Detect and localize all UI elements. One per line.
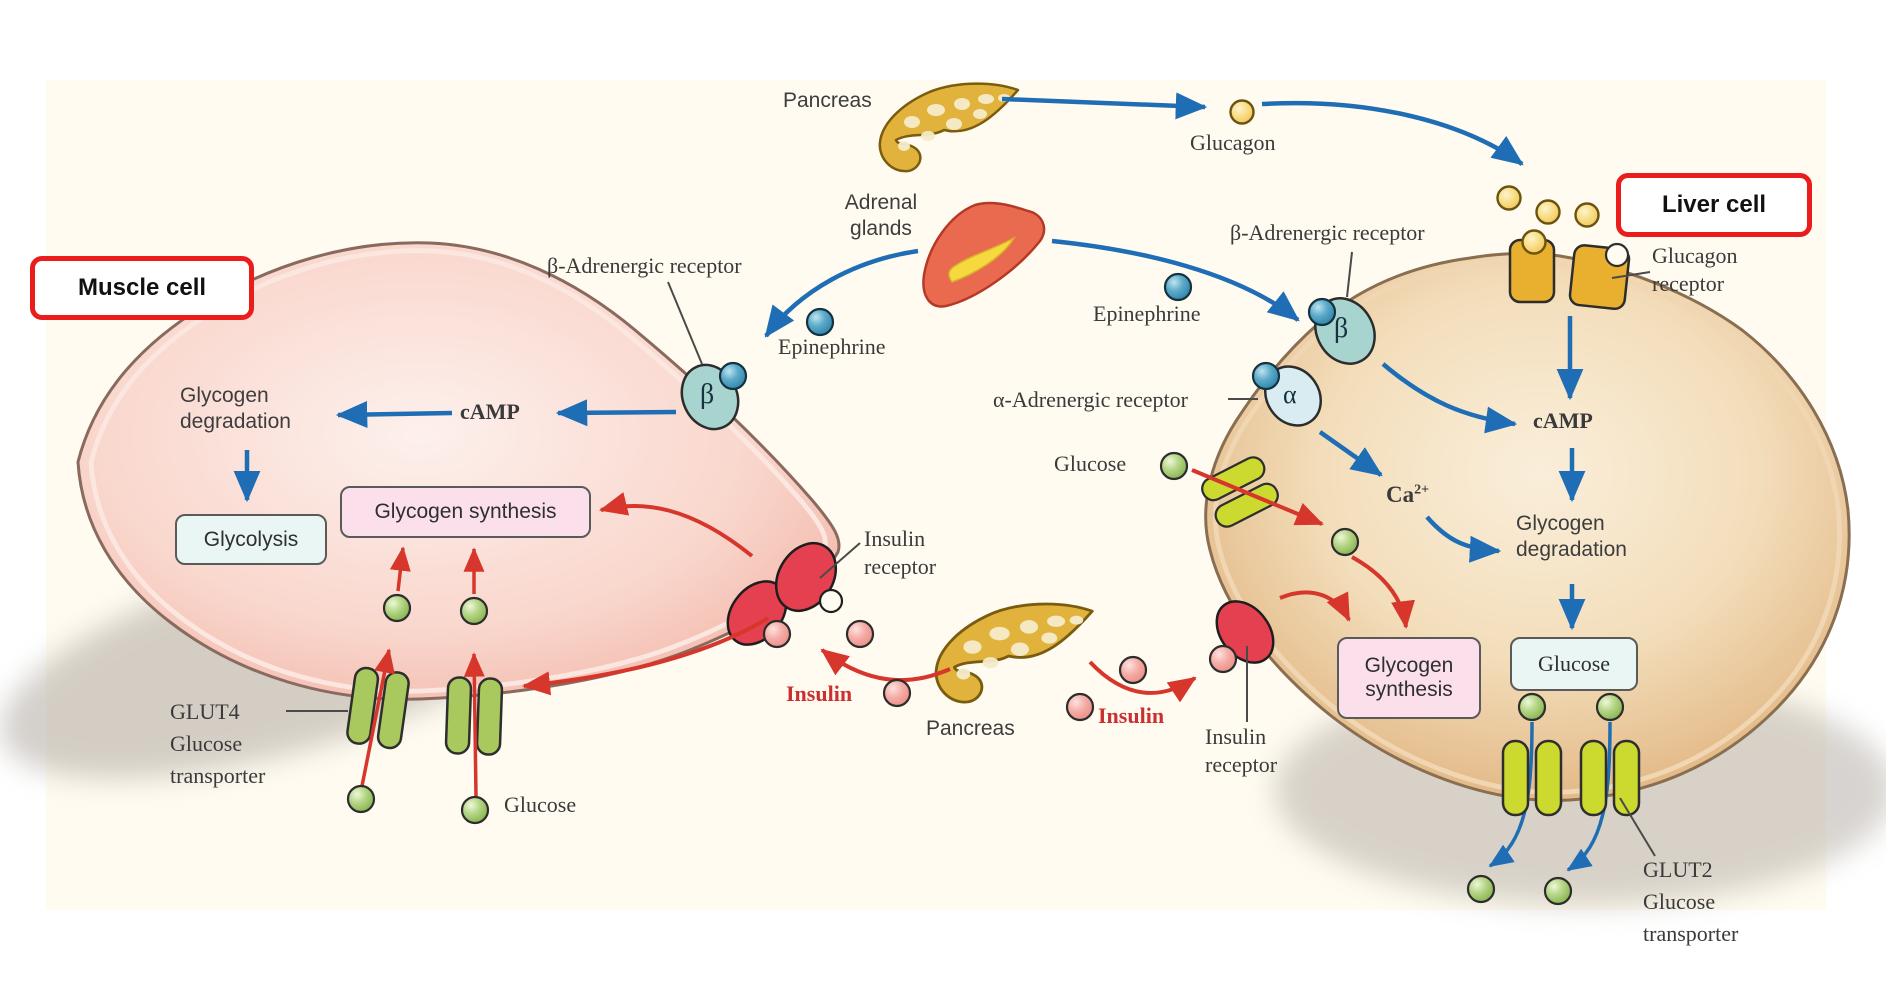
insulin-receptor-label-muscle: Insulin receptor <box>864 526 937 579</box>
beta-adrenergic-label-muscle: β-Adrenergic receptor <box>547 253 742 278</box>
insulin-receptor-label-liver: Insulin receptor <box>1205 724 1278 777</box>
leader-lines <box>286 251 1656 857</box>
alpha-receptor-liver <box>1251 361 1322 427</box>
glycogen-synthesis-box-muscle: Glycogen synthesis <box>340 486 591 538</box>
pancreas-bottom-label: Pancreas <box>926 717 1015 740</box>
arrow-glucose-up-1a <box>360 648 395 787</box>
red-glut4-arrows <box>360 546 485 797</box>
arrow-alpha-to-ca <box>1318 430 1383 477</box>
beta-receptor-muscle <box>680 361 748 431</box>
arrow-glucose-through-channel <box>1191 468 1324 526</box>
glucose-box-liver: Glucose <box>1510 637 1638 691</box>
arrow-musclereceptor-to-glut4 <box>522 616 770 696</box>
arrow-musclereceptor-to-synthesis <box>599 492 754 558</box>
red-arrows <box>522 468 1415 703</box>
arrow-pancreas-to-glucagon <box>1001 92 1208 120</box>
blue-arrows <box>233 92 1586 631</box>
insulin-receptor-liver <box>1208 600 1275 674</box>
beta-adrenergic-label-liver: β-Adrenergic receptor <box>1230 220 1425 245</box>
alpha-adrenergic-label: α-Adrenergic receptor <box>993 387 1188 412</box>
glycogen-synthesis-box-liver: Glycogen synthesis <box>1337 637 1481 719</box>
beta-receptor-liver <box>1307 297 1376 365</box>
beta-symbol-liver: β <box>1334 313 1349 344</box>
adrenal-glands-label: Adrenal glands <box>844 191 918 241</box>
arrow-pancreas-to-liver-receptor <box>1088 660 1197 703</box>
pancreas-top-organ <box>878 82 1020 173</box>
adrenal-gland-organ <box>922 201 1046 308</box>
glycogen-degradation-muscle: Glycogen degradation <box>180 384 291 434</box>
glucose-label-liver-outside: Glucose <box>1054 451 1127 476</box>
arrow-betaliver-to-camp <box>1381 362 1518 434</box>
glycogen-degradation-liver: Glycogen degradation <box>1516 512 1627 562</box>
arrow-adrenal-to-liver <box>1051 238 1300 322</box>
arrow-ca-to-glycdeg <box>1425 515 1502 563</box>
arrow-glucose-up-2a <box>463 652 485 797</box>
glucagon-receptor-label: Glucagon receptor <box>1652 243 1738 296</box>
glucagon-molecules <box>1229 99 1600 228</box>
beta-symbol-muscle: β <box>700 379 715 410</box>
arrow-glut2-exit-2 <box>1566 721 1612 872</box>
arrow-camp-to-glycdeg-muscle <box>335 400 453 428</box>
glucose-label-muscle: Glucose <box>504 792 577 817</box>
insulin-label-right: Insulin <box>1098 703 1165 728</box>
arrow-pancreas-to-muscle-receptor <box>820 648 951 682</box>
alpha-symbol-liver: α <box>1283 380 1297 409</box>
arrow-beta-to-camp-muscle <box>555 399 677 427</box>
pancreas-bottom-organ <box>934 602 1094 704</box>
arrow-glucagon-to-liver <box>1261 100 1524 166</box>
glut4-label: GLUT4 Glucose transporter <box>170 699 266 788</box>
muscle-cell-badge: Muscle cell <box>30 256 254 320</box>
camp-muscle-label: cAMP <box>460 399 520 424</box>
liver-cell-badge: Liver cell <box>1616 173 1812 237</box>
arrow-liverreceptor-to-synthesis <box>1279 590 1351 622</box>
calcium-label: Ca2+ <box>1386 482 1430 507</box>
camp-liver-label: cAMP <box>1533 408 1593 433</box>
glycolysis-box: Glycolysis <box>175 514 327 565</box>
glut2-label: GLUT2 Glucose transporter <box>1643 857 1739 946</box>
pancreas-top-label: Pancreas <box>783 89 872 112</box>
insulin-label-left: Insulin <box>786 681 853 706</box>
muscle-cell-shape <box>76 241 841 701</box>
arrow-glucose-up-1b <box>389 546 411 592</box>
glucagon-receptor-2 <box>1568 242 1631 311</box>
insulin-receptor-muscle <box>726 542 844 649</box>
arrow-adrenal-to-muscle <box>764 248 919 338</box>
epinephrine-label-muscle: Epinephrine <box>778 334 886 359</box>
glucagon-label: Glucagon <box>1190 130 1276 155</box>
arrow-glucose-to-synthesis-liver <box>1351 555 1415 629</box>
epinephrine-label-liver: Epinephrine <box>1093 301 1201 326</box>
glucagon-receptor-1 <box>1508 229 1556 304</box>
